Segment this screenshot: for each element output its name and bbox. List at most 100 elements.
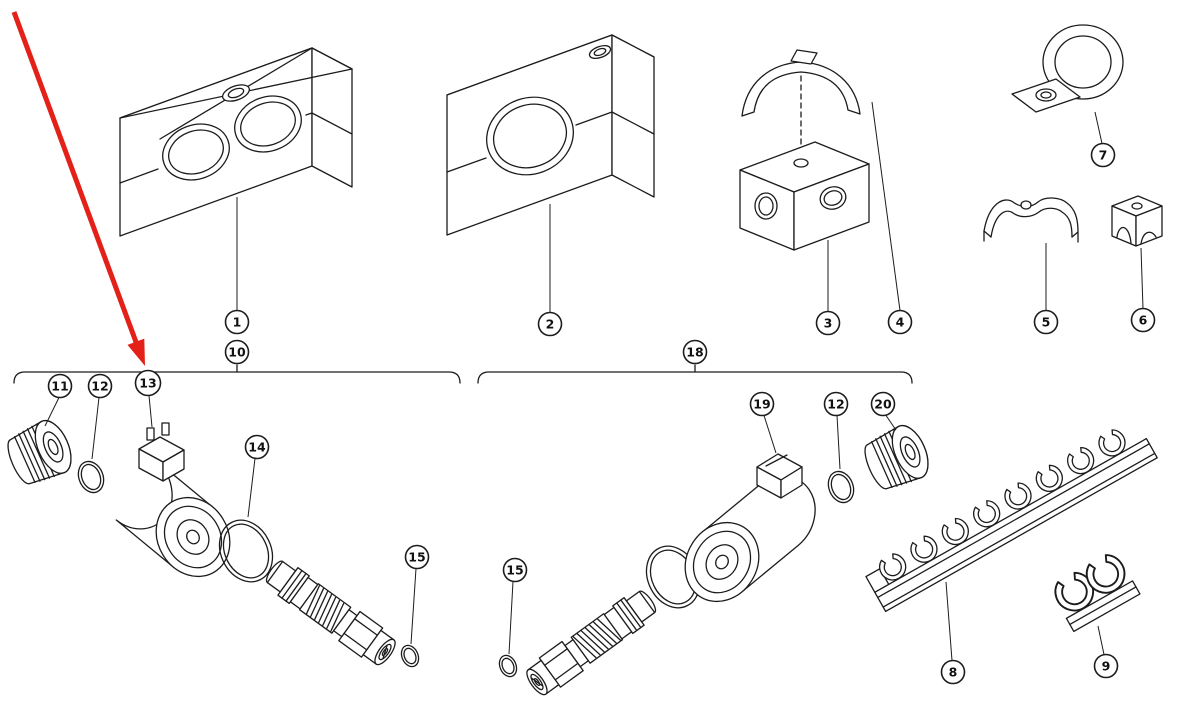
- o-ring-12-right-drawing: [827, 470, 855, 504]
- callout-3[interactable]: 3: [815, 310, 841, 336]
- callout-12-left[interactable]: 12: [87, 373, 113, 399]
- callout-6-circle[interactable]: [1130, 307, 1156, 333]
- leader-4: [871, 101, 901, 311]
- callout-15-right[interactable]: 15: [502, 557, 528, 583]
- callout-18[interactable]: 18: [682, 339, 708, 365]
- callout-11[interactable]: 11: [47, 373, 73, 399]
- tip-slot: [531, 677, 543, 687]
- clamp-split-line: [446, 111, 655, 173]
- double-saddle-clamp-drawing: [983, 197, 1079, 243]
- center-bolt-hole: [1020, 200, 1032, 210]
- callout-14-circle[interactable]: [244, 434, 270, 460]
- callout-2[interactable]: 2: [537, 311, 563, 337]
- callout-9-label: 9: [1102, 658, 1111, 673]
- callout-3-circle[interactable]: [815, 310, 841, 336]
- callout-7-circle[interactable]: [1090, 142, 1116, 168]
- callout-11-circle[interactable]: [47, 373, 73, 399]
- thread-hatching: [305, 585, 345, 632]
- callout-5[interactable]: 5: [1033, 309, 1059, 335]
- callout-4[interactable]: 4: [887, 309, 913, 335]
- callout-12-right[interactable]: 12: [823, 391, 849, 417]
- leader-20: [885, 415, 897, 431]
- callout-14[interactable]: 14: [244, 434, 270, 460]
- inner-profile: [990, 207, 1073, 238]
- callout-10-circle[interactable]: [224, 339, 250, 365]
- leader-8: [945, 581, 953, 661]
- callout-15-left-label: 15: [408, 549, 425, 564]
- coil-face: [684, 521, 760, 603]
- callout-19[interactable]: 19: [749, 391, 775, 417]
- washer-lines: [281, 569, 307, 602]
- valve-cartridge-right-drawing: [526, 590, 657, 696]
- callout-15-right-circle[interactable]: [502, 557, 528, 583]
- base-bore-right-inner: [823, 190, 843, 206]
- callout-7-label: 7: [1099, 147, 1108, 162]
- bore-hole-inner: [493, 103, 567, 169]
- front-arch: [1116, 226, 1132, 244]
- leader-9: [1097, 625, 1105, 655]
- hex-facet-lines: [543, 648, 579, 681]
- bore-hole-left-inner: [168, 129, 224, 175]
- callout-12-left-circle[interactable]: [87, 373, 113, 399]
- callout-15-left[interactable]: 15: [404, 544, 430, 570]
- highlight-arrow: [11, 11, 145, 366]
- connector-pin: [161, 422, 170, 436]
- callout-4-circle[interactable]: [887, 309, 913, 335]
- leader-12b: [836, 415, 841, 470]
- tab-bolt-hole: [1035, 88, 1057, 102]
- clamp-split-line: [119, 112, 353, 184]
- callout-6[interactable]: 6: [1130, 307, 1156, 333]
- callout-2-circle[interactable]: [537, 311, 563, 337]
- leader-7: [1094, 111, 1103, 144]
- saddle-top-tab: [790, 49, 818, 65]
- group-bracket-18: [477, 364, 913, 384]
- tip-face-ring: [378, 643, 392, 661]
- callout-13-highlighted[interactable]: 13: [134, 369, 162, 397]
- callout-18-circle[interactable]: [682, 339, 708, 365]
- connector-slot: [765, 454, 788, 467]
- valve-cartridge-left-drawing: [265, 560, 396, 666]
- o-ring-15-left-drawing: [400, 644, 420, 668]
- callout-13-circle[interactable]: [134, 369, 162, 397]
- callout-10[interactable]: 10: [224, 339, 250, 365]
- o-ring-15-right-drawing: [498, 654, 518, 678]
- callout-9[interactable]: 9: [1093, 653, 1119, 679]
- arrow-shaft: [11, 11, 139, 343]
- callout-1-label: 1: [233, 314, 242, 329]
- callout-8-circle[interactable]: [940, 659, 966, 685]
- loop-clamp-drawing: [1011, 24, 1124, 113]
- end-edges: [983, 230, 1079, 243]
- leader-11: [44, 397, 60, 427]
- callout-9-circle[interactable]: [1093, 653, 1119, 679]
- leader-14: [247, 458, 256, 518]
- callout-3-label: 3: [824, 315, 833, 330]
- block-end-face: [311, 47, 353, 188]
- callout-19-circle[interactable]: [749, 391, 775, 417]
- saddle-cap: [741, 61, 861, 117]
- callout-1-circle[interactable]: [224, 309, 250, 335]
- callout-5-circle[interactable]: [1033, 309, 1059, 335]
- clamp-block-single-drawing: [446, 34, 655, 236]
- callout-8[interactable]: 8: [940, 659, 966, 685]
- clamp-block-double-drawing: [119, 47, 353, 237]
- leader-lines: [44, 101, 1144, 661]
- group-bracket-10: [13, 364, 461, 384]
- knurled-cap-11-drawing: [0, 414, 79, 492]
- leader-12a: [91, 397, 100, 460]
- callout-19-label: 19: [753, 396, 770, 411]
- callout-20[interactable]: 20: [870, 391, 896, 417]
- double-clip-drawing: [1048, 549, 1141, 633]
- top-bolt-hole-inner: [227, 87, 245, 99]
- tab-bolt-hole-inner: [1040, 91, 1052, 99]
- washer-lines: [616, 599, 642, 632]
- rail-bar: [874, 437, 1158, 613]
- callout-1[interactable]: 1: [224, 309, 250, 335]
- callout-15-right-label: 15: [506, 562, 523, 577]
- thread-hatching: [572, 618, 621, 659]
- callout-15-left-circle[interactable]: [404, 544, 430, 570]
- callout-7[interactable]: 7: [1090, 142, 1116, 168]
- callout-12-right-circle[interactable]: [823, 391, 849, 417]
- callout-20-circle[interactable]: [870, 391, 896, 417]
- coil-face: [155, 496, 231, 578]
